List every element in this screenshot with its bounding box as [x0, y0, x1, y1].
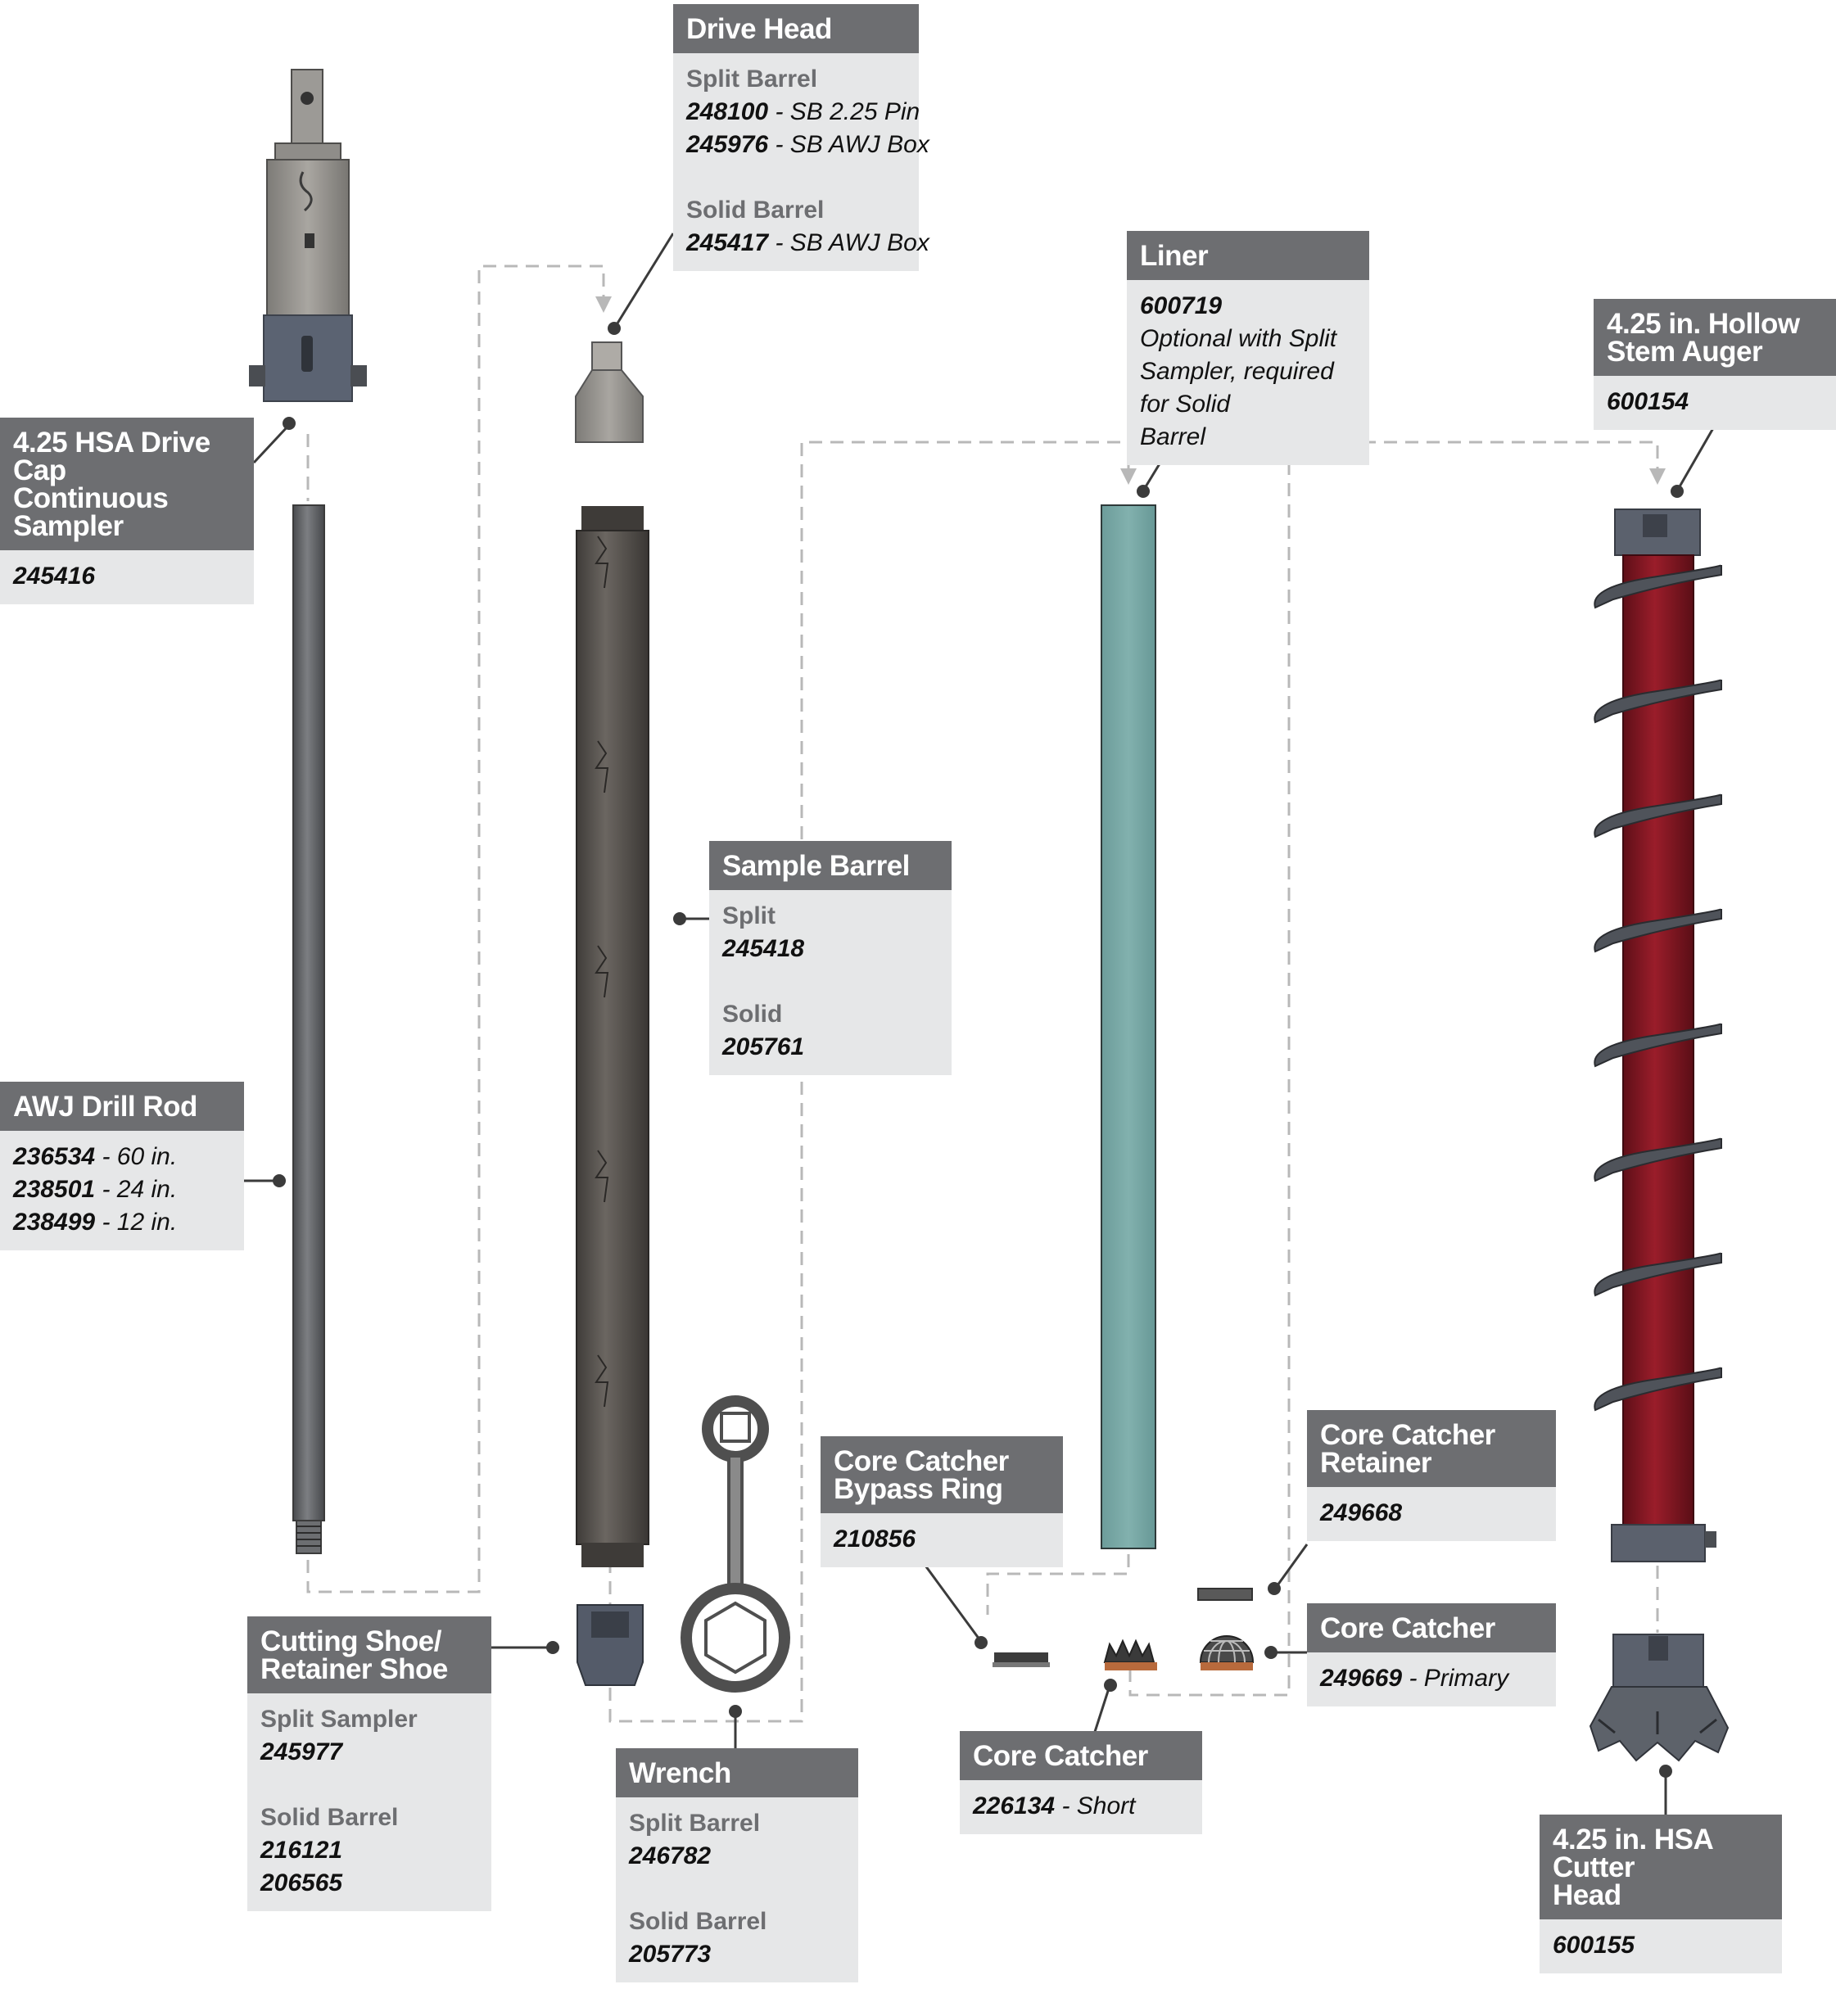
bypass-ring-title: Core Catcher Bypass Ring: [821, 1436, 1063, 1513]
cutting-shoe-group-split: Split Sampler: [260, 1706, 418, 1733]
drive-head-callout: Drive Head Split Barrel 248100 - SB 2.25…: [673, 4, 929, 271]
wrench-part-number: 205773: [629, 1941, 712, 1968]
wrench-title: Wrench: [616, 1748, 858, 1797]
drill-rod-title: AWJ Drill Rod: [0, 1082, 244, 1131]
drill-rod-part-number: 236534: [13, 1143, 96, 1170]
core-catcher-primary-title: Core Catcher: [1307, 1603, 1556, 1652]
core-catcher-primary-part-number: 249669: [1320, 1665, 1403, 1692]
sample-barrel-part: [576, 506, 649, 1567]
drive-head-part-number: 245417: [686, 229, 769, 256]
cutter-head-part-number: 600155: [1553, 1932, 1635, 1959]
drive-head-part-desc: - SB AWJ Box: [768, 229, 929, 256]
drive-head-part-desc: - SB AWJ Box: [768, 131, 929, 158]
sample-barrel-part-number: 245418: [722, 935, 805, 962]
core-catcher-primary-callout: Core Catcher 249669 - Primary: [1307, 1603, 1556, 1706]
cutting-shoe-group-solid: Solid Barrel: [260, 1804, 399, 1831]
core-catcher-short-desc: - Short: [1055, 1792, 1136, 1819]
sample-barrel-group-split: Split: [722, 902, 776, 929]
bypass-ring-part-number: 210856: [834, 1526, 916, 1553]
path-arrowheads: [595, 296, 1666, 485]
hollow-stem-auger-title: 4.25 in. Hollow Stem Auger: [1594, 299, 1836, 376]
liner-note: Optional with Split Sampler, required fo…: [1140, 325, 1337, 450]
liner-title: Liner: [1127, 231, 1369, 280]
wrench-group-solid: Solid Barrel: [629, 1908, 767, 1935]
cutting-shoe-title: Cutting Shoe/ Retainer Shoe: [247, 1616, 491, 1693]
drive-head-group-solid: Solid Barrel: [686, 197, 825, 224]
cutter-head-callout: 4.25 in. HSA Cutter Head 600155: [1540, 1815, 1782, 1973]
cutting-shoe-part-number: 216121: [260, 1837, 343, 1864]
drive-head-part-number: 248100: [686, 98, 769, 125]
sample-barrel-part-number: 205761: [722, 1033, 805, 1060]
drill-rod-part-number: 238501: [13, 1176, 96, 1203]
cutter-head-title: 4.25 in. HSA Cutter Head: [1540, 1815, 1782, 1919]
cutting-shoe-part-number: 206565: [260, 1869, 343, 1896]
liner-part: [1101, 504, 1156, 1549]
drill-rod-length: - 60 in.: [95, 1143, 178, 1170]
cutter-head-part: [1589, 1634, 1730, 1762]
sample-barrel-title: Sample Barrel: [709, 841, 952, 890]
catcher-retainer-title: Core Catcher Retainer: [1307, 1410, 1556, 1487]
wrench-part: [681, 1395, 790, 1693]
catcher-retainer-callout: Core Catcher Retainer 249668: [1307, 1410, 1556, 1541]
wrench-part-number: 246782: [629, 1842, 712, 1869]
drive-cap-part: [249, 69, 367, 402]
drill-rod-part-number: 238499: [13, 1209, 96, 1236]
core-catcher-primary-desc: - Primary: [1402, 1665, 1509, 1692]
leader-lines: [244, 233, 1715, 1815]
drill-rod-length: - 24 in.: [95, 1176, 178, 1203]
sample-barrel-group-solid: Solid: [722, 1001, 783, 1028]
core-catcher-short-title: Core Catcher: [960, 1731, 1202, 1780]
drill-rod-length: - 12 in.: [95, 1209, 178, 1236]
hollow-stem-auger-callout: 4.25 in. Hollow Stem Auger 600154: [1594, 299, 1836, 430]
wrench-group-split: Split Barrel: [629, 1810, 761, 1837]
drive-head-part: [575, 341, 644, 443]
cutting-shoe-part: [577, 1604, 644, 1686]
cutting-shoe-callout: Cutting Shoe/ Retainer Shoe Split Sample…: [247, 1616, 491, 1911]
drive-head-title: Drive Head: [673, 4, 919, 53]
drive-cap-title: 4.25 HSA Drive Cap Continuous Sampler: [0, 418, 254, 550]
hollow-stem-auger-part-number: 600154: [1607, 388, 1689, 415]
hollow-stem-auger-part: [1594, 509, 1722, 1562]
cutting-shoe-part-number: 245977: [260, 1738, 343, 1765]
core-catcher-short-part-number: 226134: [973, 1792, 1056, 1819]
drill-rod-callout: AWJ Drill Rod 236534 - 60 in. 238501 - 2…: [0, 1082, 244, 1250]
drive-cap-callout: 4.25 HSA Drive Cap Continuous Sampler 24…: [0, 418, 254, 604]
drive-head-part-number: 245976: [686, 131, 769, 158]
drive-head-group-split: Split Barrel: [686, 66, 818, 93]
wrench-callout: Wrench Split Barrel 246782 Solid Barrel …: [616, 1748, 858, 1982]
bypass-ring-callout: Core Catcher Bypass Ring 210856: [821, 1436, 1063, 1567]
sample-barrel-callout: Sample Barrel Split 245418 Solid 205761: [709, 841, 952, 1075]
drive-cap-part-number: 245416: [13, 563, 96, 590]
liner-part-number: 600719: [1140, 292, 1223, 319]
liner-callout: Liner 600719 Optional with Split Sampler…: [1127, 231, 1369, 465]
drill-rod-part: [292, 504, 325, 1554]
catcher-retainer-part-number: 249668: [1320, 1499, 1403, 1526]
core-catcher-short-callout: Core Catcher 226134 - Short: [960, 1731, 1202, 1834]
drive-head-part-desc: - SB 2.25 Pin: [768, 98, 920, 125]
core-catcher-parts: [993, 1588, 1255, 1670]
